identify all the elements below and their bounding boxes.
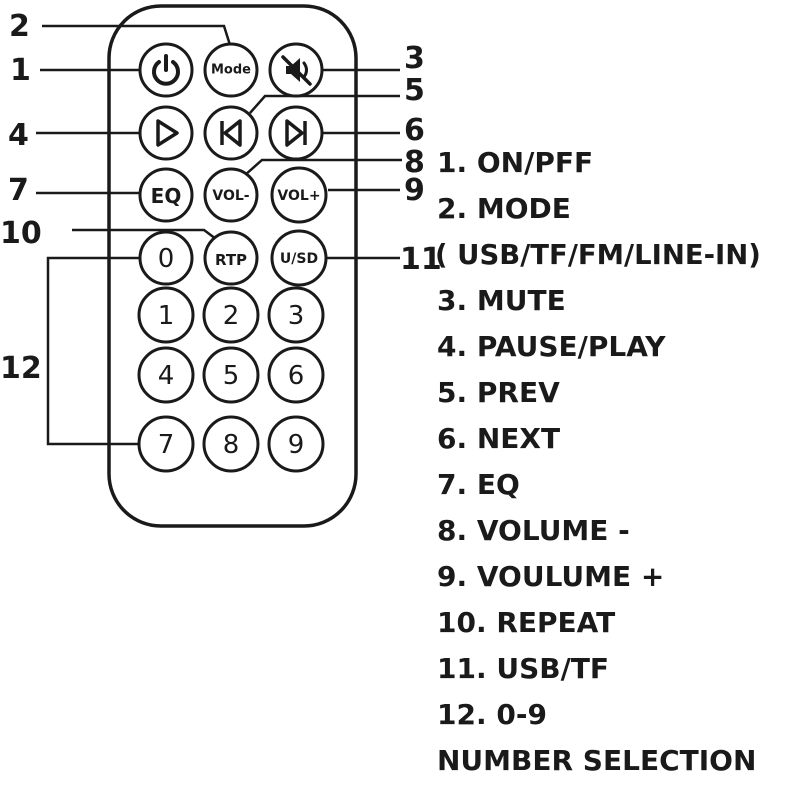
leader-line-2 (42, 24, 232, 46)
mute-icon (281, 55, 312, 86)
legend-line-on-off: 1. ON/PFF (437, 146, 594, 179)
power-icon (152, 54, 180, 86)
callout-1: 1 (10, 53, 31, 88)
vol-minus-button[interactable] (203, 167, 259, 223)
two-label: 2 (223, 301, 240, 331)
legend-line-repeat: 10. REPEAT (437, 606, 616, 639)
legend-line-prev: 5. PREV (437, 376, 560, 409)
four-button[interactable] (137, 346, 195, 404)
six-label: 6 (288, 361, 305, 391)
legend: 1. ON/PFF 2. MODE ( USB/TF/FM/LINE-IN) 3… (435, 140, 797, 784)
mode-label: Mode (211, 63, 251, 78)
vol-plus-label: VOL+ (277, 188, 320, 204)
leader-line-5 (249, 94, 400, 114)
three-label: 3 (288, 301, 305, 331)
legend-line-number-selection: NUMBER SELECTION (437, 744, 757, 777)
next-icon (285, 119, 307, 147)
next-button[interactable] (268, 105, 324, 161)
five-button[interactable] (202, 346, 260, 404)
nine-label: 9 (288, 430, 305, 460)
callout-4: 4 (8, 118, 29, 153)
one-label: 1 (158, 301, 175, 331)
callout-8: 8 (404, 145, 425, 180)
callout-5: 5 (404, 73, 425, 108)
eq-button[interactable] (138, 167, 194, 223)
legend-line-mode: 2. MODE (437, 192, 571, 225)
callout-7: 7 (8, 173, 29, 208)
mode-button[interactable] (203, 42, 259, 98)
button-circles (137, 42, 328, 473)
legend-line-mute: 3. MUTE (437, 284, 566, 317)
rtp-label: RTP (215, 251, 247, 269)
callout-3: 3 (404, 41, 425, 76)
legend-line-eq: 7. EQ (437, 468, 520, 501)
leader-line-8 (244, 158, 402, 176)
play-icon (156, 119, 179, 147)
vol-minus-label: VOL- (212, 188, 249, 204)
legend-line-volume-plus: 9. VOULUME + (437, 560, 665, 593)
leader-line-12 (46, 256, 140, 446)
usd-label: U/SD (280, 251, 318, 267)
three-button[interactable] (267, 286, 325, 344)
legend-line-pause-play: 4. PAUSE/PLAY (437, 330, 666, 363)
seven-label: 7 (158, 430, 175, 460)
callout-9: 9 (404, 173, 425, 208)
vol-plus-button[interactable] (270, 166, 328, 224)
legend-line-volume-minus: 8. VOLUME - (437, 514, 630, 547)
zero-label: 0 (158, 244, 175, 274)
rtp-button[interactable] (203, 230, 259, 286)
callout-2: 2 (9, 9, 30, 44)
five-label: 5 (223, 361, 240, 391)
six-button[interactable] (267, 346, 325, 404)
callout-10: 10 (0, 216, 42, 251)
usd-button[interactable] (270, 229, 328, 287)
zero-button[interactable] (138, 230, 194, 286)
legend-line-mode-sources: ( USB/TF/FM/LINE-IN) (435, 239, 761, 271)
eight-label: 8 (223, 430, 240, 460)
one-button[interactable] (137, 286, 195, 344)
two-button[interactable] (202, 286, 260, 344)
callout-12: 12 (0, 351, 42, 386)
legend-line-number-range: 12. 0-9 (437, 698, 547, 731)
legend-line-next: 6. NEXT (437, 422, 561, 455)
eight-button[interactable] (202, 415, 260, 473)
play-pause-button[interactable] (138, 105, 194, 161)
callout-6: 6 (404, 113, 425, 148)
seven-button[interactable] (137, 415, 195, 473)
four-label: 4 (158, 361, 175, 391)
previous-icon (220, 119, 242, 147)
callout-11: 11 (400, 242, 442, 277)
prev-button[interactable] (203, 105, 259, 161)
nine-button[interactable] (267, 415, 325, 473)
eq-label: EQ (151, 184, 182, 208)
legend-line-usb-tf: 11. USB/TF (437, 652, 610, 685)
